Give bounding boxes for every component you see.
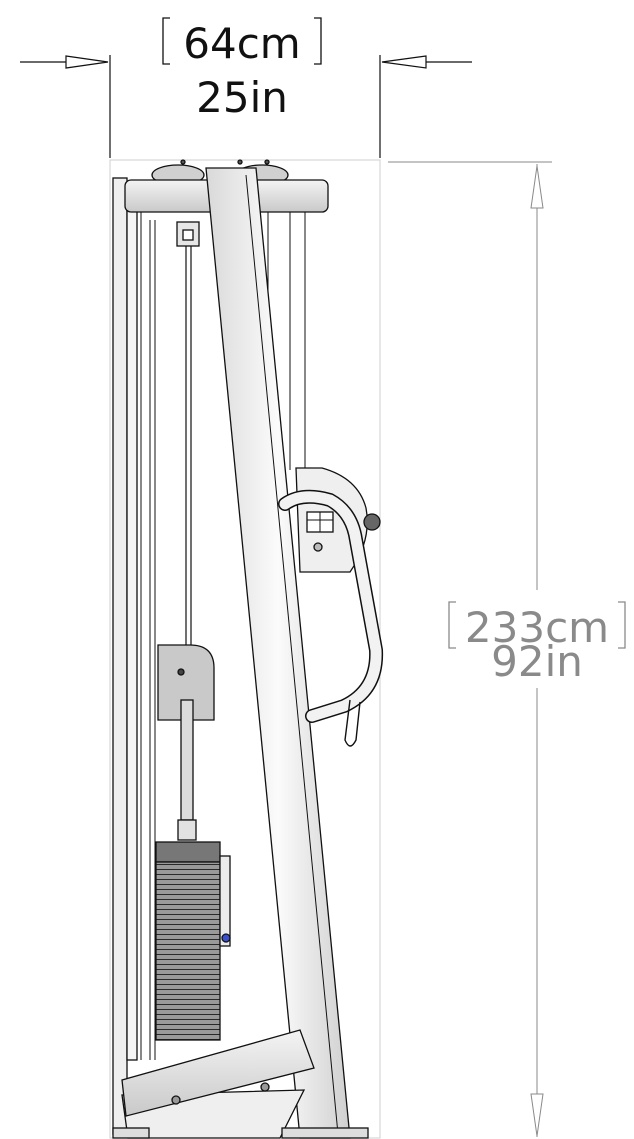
seat-pad — [121, 1029, 315, 1117]
handle-tube-fill — [279, 491, 382, 722]
height-bracket-right — [618, 601, 626, 649]
selector-rod-collar — [177, 819, 197, 841]
main-angled-column — [205, 167, 351, 1139]
height-dimension: 233cm 92in — [388, 161, 626, 1137]
height-metric-label: 233cm — [465, 603, 609, 652]
height-imperial-label: 92in — [491, 637, 583, 686]
width-metric-label: 64cm — [183, 19, 300, 68]
lower-pulley-bolt — [177, 668, 185, 676]
seat-bolt-2 — [260, 1082, 270, 1092]
weight-stack-top-plate — [155, 841, 221, 863]
left-upright-outer — [112, 177, 128, 1135]
handle-knob — [363, 513, 381, 531]
seat-bolt-1 — [171, 1095, 181, 1105]
lower-pulley-block — [157, 644, 215, 721]
weight-stack — [155, 861, 221, 1041]
width-bracket-right — [314, 17, 322, 65]
width-arrow-left-head — [65, 55, 109, 69]
top-bolt-2 — [237, 159, 243, 165]
handle-pivot-bolt — [313, 542, 323, 552]
selector-rod — [180, 699, 194, 821]
width-arrow-right-head — [381, 55, 427, 69]
cable-machine — [109, 159, 384, 1139]
weight-pin-rail — [219, 855, 231, 947]
handle-carabiner — [344, 699, 361, 747]
top-bolt-1 — [180, 159, 186, 165]
width-imperial-label: 25in — [196, 73, 288, 122]
top-bolt-3 — [264, 159, 270, 165]
left-upright-inner — [126, 189, 138, 1061]
foot-left — [112, 1127, 150, 1139]
foot-right — [281, 1127, 369, 1139]
height-arrow-bottom-head — [530, 1093, 544, 1137]
height-arrow-top-head — [530, 165, 544, 209]
width-bracket-left — [162, 17, 170, 65]
top-cable-clamp-inner — [182, 229, 194, 241]
weight-pin — [221, 933, 231, 943]
width-dimension: 64cm 25in — [20, 17, 472, 158]
main-column-highlight — [245, 174, 339, 1135]
height-bracket-left — [448, 601, 456, 649]
